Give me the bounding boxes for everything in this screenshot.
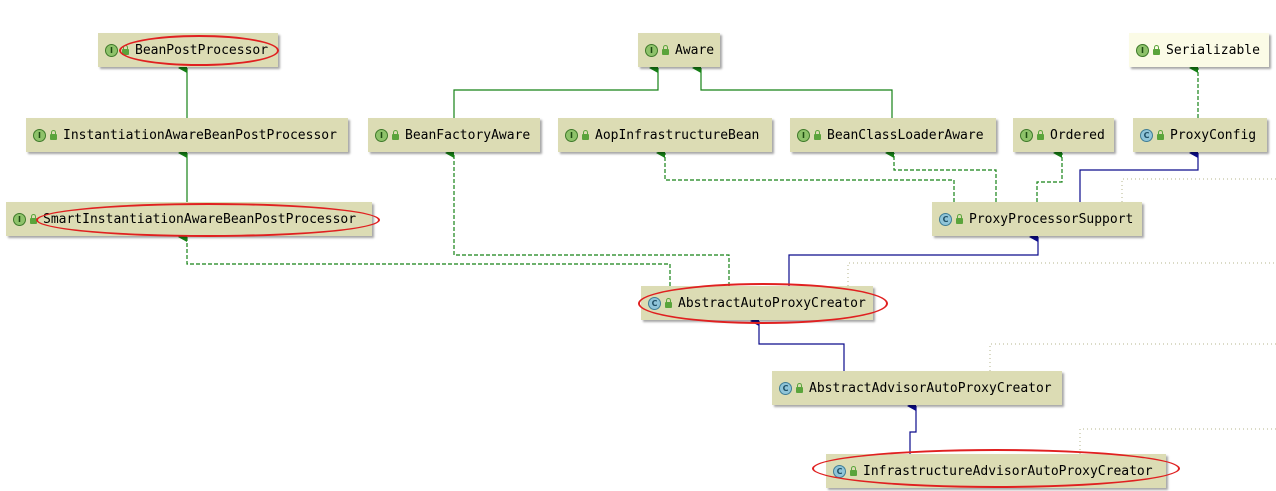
interface-badge-icon: I xyxy=(645,43,658,57)
class-badge-icon: C xyxy=(1140,128,1153,142)
offscreen-dotted-edge xyxy=(1079,428,1276,454)
edge-support-to-beanclassloaderaware xyxy=(885,148,997,202)
edge-support-to-ordered xyxy=(1036,148,1063,202)
node-label: InfrastructureAdvisorAutoProxyCreator xyxy=(863,463,1153,479)
node-label: ProxyConfig xyxy=(1170,127,1257,143)
lock-icon xyxy=(814,129,821,140)
node-label: AopInfrastructureBean xyxy=(595,127,760,143)
node-bean-factory-aware[interactable]: I BeanFactoryAware xyxy=(368,118,540,152)
node-label: AbstractAdvisorAutoProxyCreator xyxy=(809,380,1052,396)
node-bean-post-processor[interactable]: I BeanPostProcessor xyxy=(98,33,278,67)
node-label: Serializable xyxy=(1166,42,1260,58)
interface-badge-icon: I xyxy=(105,43,118,57)
node-label: AbstractAutoProxyCreator xyxy=(678,295,866,311)
node-abstract-advisor-auto-proxy-creator[interactable]: C AbstractAdvisorAutoProxyCreator xyxy=(772,371,1062,405)
node-label: BeanFactoryAware xyxy=(405,127,531,143)
edge-creator-to-beanfactoryaware xyxy=(445,148,730,286)
node-aware[interactable]: I Aware xyxy=(638,33,720,67)
lock-icon xyxy=(850,465,857,476)
offscreen-dotted-edge xyxy=(1121,178,1276,202)
lock-icon xyxy=(50,129,57,140)
node-label: Ordered xyxy=(1050,127,1105,143)
lock-icon xyxy=(122,44,129,55)
edge-creator-to-smart xyxy=(178,232,671,286)
node-aop-infrastructure-bean[interactable]: I AopInfrastructureBean xyxy=(558,118,772,152)
lock-icon xyxy=(392,129,399,140)
node-ordered[interactable]: I Ordered xyxy=(1013,118,1114,152)
edge-support-to-aopinfra xyxy=(656,148,955,202)
interface-badge-icon: I xyxy=(797,128,810,142)
interface-badge-icon: I xyxy=(1020,128,1033,142)
lock-icon xyxy=(1037,129,1044,140)
class-badge-icon: C xyxy=(779,381,792,395)
edge-beanfactoryaware-to-aware xyxy=(453,63,659,118)
class-badge-icon: C xyxy=(939,212,952,226)
node-instantiation-aware-bean-post-processor[interactable]: I InstantiationAwareBeanPostProcessor xyxy=(26,118,348,152)
interface-badge-icon: I xyxy=(375,128,388,142)
node-abstract-auto-proxy-creator[interactable]: C AbstractAutoProxyCreator xyxy=(641,286,873,320)
node-label: InstantiationAwareBeanPostProcessor xyxy=(63,127,337,143)
class-badge-icon: C xyxy=(833,464,846,478)
lock-icon xyxy=(662,44,669,55)
class-badge-icon: C xyxy=(648,296,661,310)
edge-infrastructure-to-advisor xyxy=(907,401,917,454)
edge-support-to-proxyconfig xyxy=(1079,148,1199,202)
node-label: BeanPostProcessor xyxy=(135,42,269,58)
node-infrastructure-advisor-auto-proxy-creator[interactable]: C InfrastructureAdvisorAutoProxyCreator xyxy=(826,454,1166,488)
lock-icon xyxy=(582,129,589,140)
interface-badge-icon: I xyxy=(1136,43,1149,57)
node-serializable[interactable]: I Serializable xyxy=(1129,33,1269,67)
node-proxy-processor-support[interactable]: C ProxyProcessorSupport xyxy=(932,202,1142,236)
node-bean-class-loader-aware[interactable]: I BeanClassLoaderAware xyxy=(790,118,996,152)
offscreen-dotted-edge xyxy=(847,262,1276,286)
edge-beanclassloaderaware-to-aware xyxy=(692,63,893,118)
edge-creator-to-support xyxy=(788,232,1039,286)
lock-icon xyxy=(30,213,37,224)
offscreen-dotted-edge xyxy=(989,343,1276,371)
edge-advisor-to-creator xyxy=(750,316,845,371)
lock-icon xyxy=(796,382,803,393)
interface-badge-icon: I xyxy=(565,128,578,142)
node-label: Aware xyxy=(675,42,715,58)
lock-icon xyxy=(1157,129,1164,140)
interface-badge-icon: I xyxy=(13,212,26,226)
lock-icon xyxy=(665,297,672,308)
lock-icon xyxy=(956,213,963,224)
lock-icon xyxy=(1153,44,1160,55)
node-smart-instantiation-aware-bean-post-processor[interactable]: I SmartInstantiationAwareBeanPostProcess… xyxy=(6,202,372,236)
node-label: SmartInstantiationAwareBeanPostProcessor xyxy=(43,211,357,227)
node-proxy-config[interactable]: C ProxyConfig xyxy=(1133,118,1267,152)
interface-badge-icon: I xyxy=(33,128,46,142)
node-label: BeanClassLoaderAware xyxy=(827,127,984,143)
node-label: ProxyProcessorSupport xyxy=(969,211,1134,227)
